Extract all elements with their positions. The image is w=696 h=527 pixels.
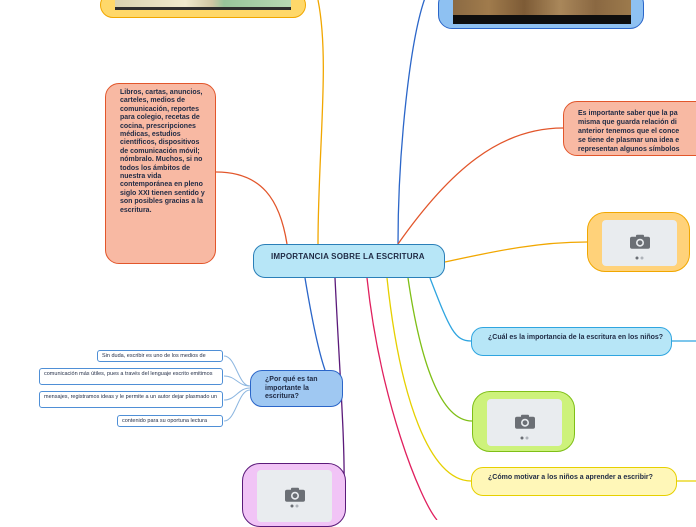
image-placeholder: [257, 470, 332, 522]
central-topic[interactable]: IMPORTANCIA SOBRE LA ESCRITURA: [253, 244, 445, 278]
link-why-leaf-4: [223, 389, 251, 422]
question-children-node[interactable]: ¿Cuál es la importancia de la escritura …: [471, 327, 672, 356]
photo-image-node[interactable]: [438, 0, 644, 29]
link-why-leaf-1: [223, 355, 251, 387]
link-green-image: [407, 277, 473, 422]
image-placeholder: [602, 220, 677, 266]
link-bottom-pink: [366, 277, 438, 520]
books-image: [115, 0, 291, 10]
right-note-line-1: Es importante saber que la pa: [578, 110, 678, 117]
pagination-dots-icon: [635, 256, 643, 260]
link-children-question: [429, 277, 472, 342]
photo-image: [453, 0, 631, 24]
books-image-node[interactable]: [100, 0, 306, 18]
link-orange-image: [444, 241, 588, 263]
right-note-line-2: misma que guarda relación di: [578, 119, 677, 126]
pagination-dots-icon: [520, 436, 528, 440]
link-why-leaf-3: [223, 387, 251, 401]
image-node-purple[interactable]: [242, 463, 346, 527]
why-leaf-1[interactable]: Sin duda, escribir es uno de los medios …: [97, 350, 223, 362]
question-motivate-node[interactable]: ¿Cómo motivar a los niños a aprender a e…: [471, 467, 677, 496]
link-motivate-question: [386, 277, 472, 482]
question-why-node[interactable]: ¿Por qué es tan importante la escritura?: [250, 370, 343, 407]
why-leaf-3[interactable]: mensajes, registramos ideas y le permite…: [39, 391, 223, 408]
image-node-orange[interactable]: [587, 212, 690, 272]
link-why-leaf-2: [223, 375, 251, 387]
pagination-dots-icon: [290, 504, 298, 508]
link-purple-image: [334, 277, 345, 491]
image-placeholder: [487, 399, 562, 446]
link-right-note: [397, 127, 564, 245]
right-note[interactable]: Es importante saber que la pa misma que …: [563, 101, 696, 156]
camera-icon: [514, 414, 535, 429]
camera-icon: [629, 234, 650, 249]
right-note-line-4: se tiene de plasmar una idea e: [578, 137, 680, 144]
link-why-question: [304, 277, 326, 371]
why-leaf-2[interactable]: comunicación más útiles, pues a través d…: [39, 368, 223, 385]
left-note[interactable]: Libros, cartas, anuncios, carteles, medi…: [105, 83, 216, 264]
right-note-line-5: representan algunos símbolos: [578, 146, 680, 153]
camera-icon: [284, 487, 305, 502]
link-top-photo: [397, 0, 426, 245]
link-left-note: [215, 171, 288, 245]
image-node-green[interactable]: [472, 391, 575, 452]
right-note-line-3: anterior tenemos que el conce: [578, 128, 680, 135]
why-leaf-4[interactable]: contenido para su oportuna lectura: [117, 415, 223, 427]
link-top-books: [317, 0, 324, 245]
